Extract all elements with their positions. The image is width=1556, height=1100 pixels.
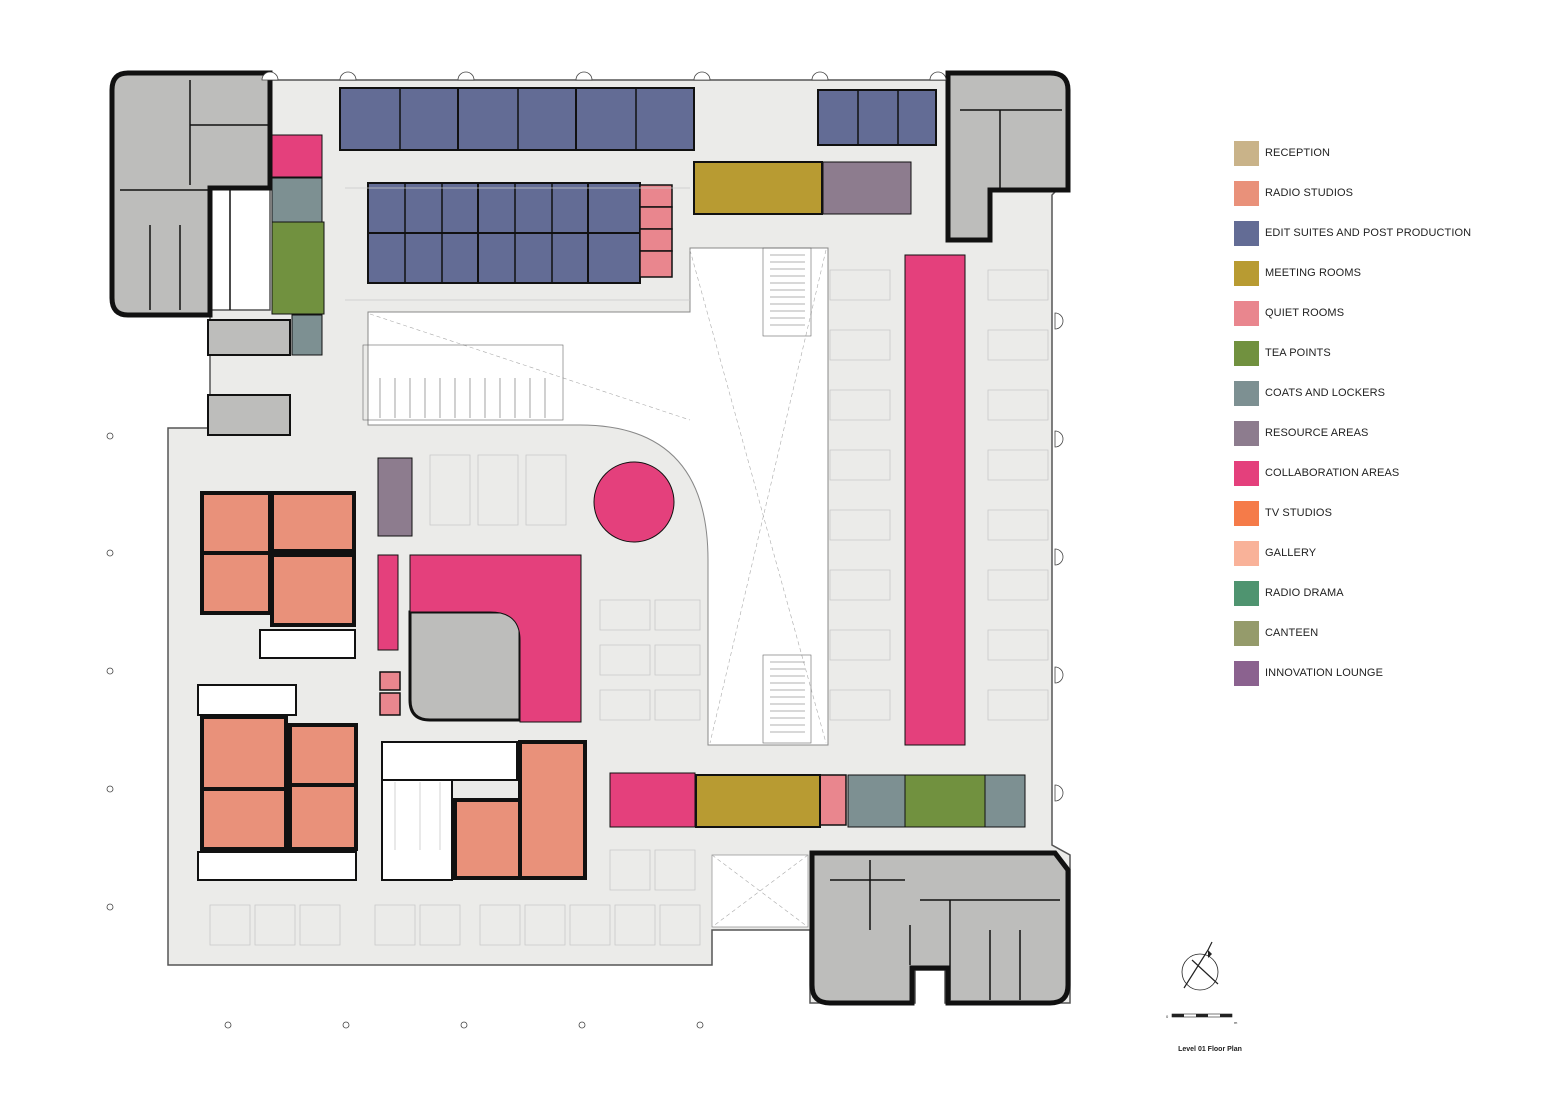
legend-item-edit-suites: EDIT SUITES AND POST PRODUCTION	[1234, 213, 1534, 253]
legend-label: RECEPTION	[1265, 147, 1331, 159]
edit-suite-partitions	[399, 88, 899, 283]
resource-areas	[377, 161, 912, 537]
stairs	[362, 247, 812, 744]
scale-bar: 0 m	[1166, 1013, 1238, 1025]
atrium-voids	[367, 247, 829, 928]
quiet-rooms	[379, 184, 847, 826]
edit-suites	[339, 87, 937, 284]
legend-item-gallery: GALLERY	[1234, 533, 1534, 573]
legend-swatch	[1234, 500, 1259, 526]
legend-label: COLLABORATION AREAS	[1265, 467, 1400, 479]
plan-title: Level 01 Floor Plan	[1178, 1046, 1242, 1053]
legend-item-meeting-rooms: MEETING ROOMS	[1234, 253, 1534, 293]
legend-item-resource-areas: RESOURCE AREAS	[1234, 413, 1534, 453]
legend-label: RESOURCE AREAS	[1265, 427, 1369, 439]
support-rooms	[197, 629, 518, 881]
legend-swatch	[1234, 140, 1259, 166]
legend-label: MEETING ROOMS	[1265, 267, 1362, 279]
legend-item-innovation-lounge: INNOVATION LOUNGE	[1234, 653, 1534, 693]
legend-swatch	[1234, 660, 1259, 686]
legend-label: RADIO STUDIOS	[1265, 187, 1354, 199]
legend-label: QUIET ROOMS	[1265, 307, 1345, 319]
radio-studios	[200, 491, 587, 880]
north-arrow-icon	[1181, 941, 1219, 991]
legend-item-radio-drama: RADIO DRAMA	[1234, 573, 1534, 613]
legend-item-quiet-rooms: QUIET ROOMS	[1234, 293, 1534, 333]
legend-item-tea-points: TEA POINTS	[1234, 333, 1534, 373]
legend-label: GALLERY	[1265, 547, 1317, 559]
coats-lockers	[271, 177, 1026, 828]
legend-item-canteen: CANTEEN	[1234, 613, 1534, 653]
legend-item-tv-studios: TV STUDIOS	[1234, 493, 1534, 533]
legend-label: TV STUDIOS	[1265, 507, 1333, 519]
core-partitions	[120, 80, 1062, 1000]
desk-clusters	[209, 187, 1049, 946]
legend-swatch	[1234, 220, 1259, 246]
legend-swatch	[1234, 300, 1259, 326]
legend-swatch	[1234, 460, 1259, 486]
legend-item-radio-studios: RADIO STUDIOS	[1234, 173, 1534, 213]
legend-label: RADIO DRAMA	[1265, 587, 1344, 599]
service-cores	[109, 70, 1071, 1006]
legend-swatch	[1234, 620, 1259, 646]
legend-swatch	[1234, 420, 1259, 446]
meeting-rooms	[693, 161, 823, 828]
legend: RECEPTION RADIO STUDIOS EDIT SUITES AND PO…	[1234, 133, 1534, 693]
tea-points	[271, 221, 986, 828]
legend-item-reception: RECEPTION	[1234, 133, 1534, 173]
scale-start-label: 0	[1166, 1014, 1169, 1019]
legend-item-coats-lockers: COATS AND LOCKERS	[1234, 373, 1534, 413]
legend-label: CANTEEN	[1265, 627, 1319, 639]
legend-label: INNOVATION LOUNGE	[1265, 667, 1384, 679]
legend-label: TEA POINTS	[1265, 347, 1331, 359]
legend-label: COATS AND LOCKERS	[1265, 387, 1386, 399]
legend-swatch	[1234, 180, 1259, 206]
scale-end-label: m	[1234, 1020, 1238, 1025]
legend-swatch	[1234, 380, 1259, 406]
facade-markers	[106, 71, 1064, 1029]
legend-swatch	[1234, 580, 1259, 606]
legend-label: EDIT SUITES AND POST PRODUCTION	[1265, 227, 1472, 239]
legend-swatch	[1234, 340, 1259, 366]
collaboration-areas	[271, 134, 966, 828]
legend-swatch	[1234, 260, 1259, 286]
legend-item-collaboration-areas: COLLABORATION AREAS	[1234, 453, 1534, 493]
legend-swatch	[1234, 540, 1259, 566]
